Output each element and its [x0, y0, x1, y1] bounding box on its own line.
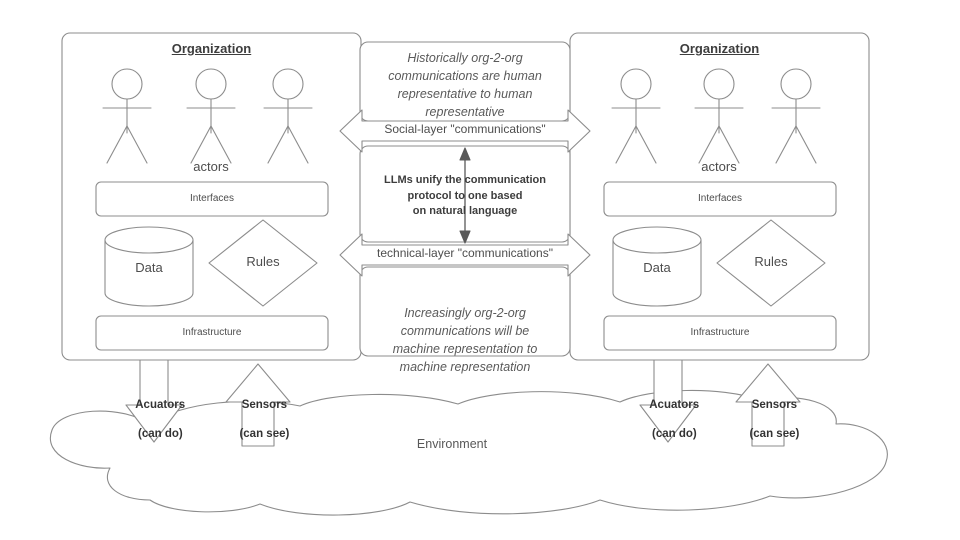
infrastructure-box-right	[603, 315, 837, 351]
technical-layer-double-arrow	[339, 233, 591, 277]
rules-diamond-left	[208, 219, 318, 307]
actor-figure-right-2	[694, 68, 744, 164]
data-cylinder-left	[104, 226, 194, 307]
actor-figure-right-1	[611, 68, 661, 164]
sensors-arrow-left	[225, 363, 291, 447]
actor-figure-left-1	[102, 68, 152, 164]
interfaces-box-right	[603, 181, 837, 217]
rules-diamond-right	[716, 219, 826, 307]
social-layer-double-arrow	[339, 109, 591, 153]
actor-figure-left-3	[263, 68, 313, 164]
top-note-panel	[359, 41, 571, 122]
actor-figure-right-3	[771, 68, 821, 164]
data-cylinder-right	[612, 226, 702, 307]
llm-vertical-double-arrow	[459, 147, 471, 244]
sensors-arrow-right	[735, 363, 801, 447]
acuators-arrow-right	[639, 359, 697, 443]
infrastructure-box-left	[95, 315, 329, 351]
interfaces-box-left	[95, 181, 329, 217]
actor-figure-left-2	[186, 68, 236, 164]
bottom-note-panel	[359, 266, 571, 357]
acuators-arrow-left	[125, 359, 183, 443]
